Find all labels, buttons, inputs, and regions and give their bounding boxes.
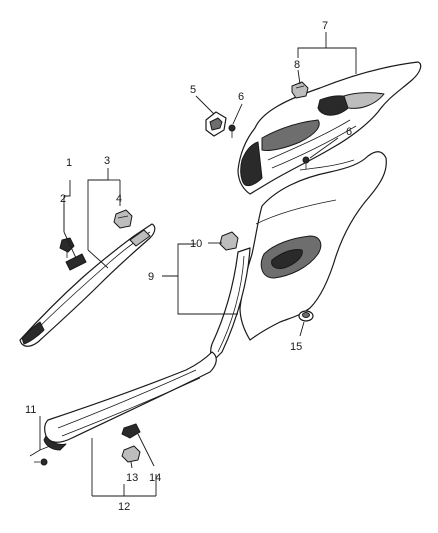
clip-part-14 [121,423,141,439]
clip-part-13 [121,445,141,463]
callout-2: 2 [60,193,66,205]
quarter-trim-upper-panel [237,61,422,195]
callout-15: 15 [290,341,302,353]
callout-10: 10 [190,238,202,250]
screw-part-6-upper [228,124,236,138]
callout-14: 14 [149,472,161,484]
clip-part-5 [205,111,227,137]
trim-piece-part-1 [65,253,87,271]
callout-1: 1 [66,157,72,169]
screw-part-11 [34,458,48,466]
callout-5: 5 [190,84,196,96]
callout-3: 3 [104,155,110,167]
push-pin-part-2 [59,237,75,258]
callout-13: 13 [126,472,138,484]
clip-part-4 [113,209,133,229]
callout-8: 8 [294,59,300,71]
callout-4: 4 [116,193,122,205]
callout-6-upper: 6 [238,91,244,103]
callout-6-right: 6 [346,126,352,138]
leader-lines [29,32,357,497]
callout-9: 9 [148,271,154,283]
callout-12: 12 [118,501,130,513]
callout-11: 11 [25,404,36,416]
clip-part-8 [291,81,309,99]
retainer-part-15 [298,310,314,322]
clip-part-10 [219,231,239,251]
a-pillar-trim-panel [19,223,156,347]
callout-7: 7 [322,20,328,32]
screw-part-6-right [302,156,310,169]
callout-labels: 1 2 3 4 5 6 6 7 8 9 10 11 12 13 14 15 [25,20,352,513]
